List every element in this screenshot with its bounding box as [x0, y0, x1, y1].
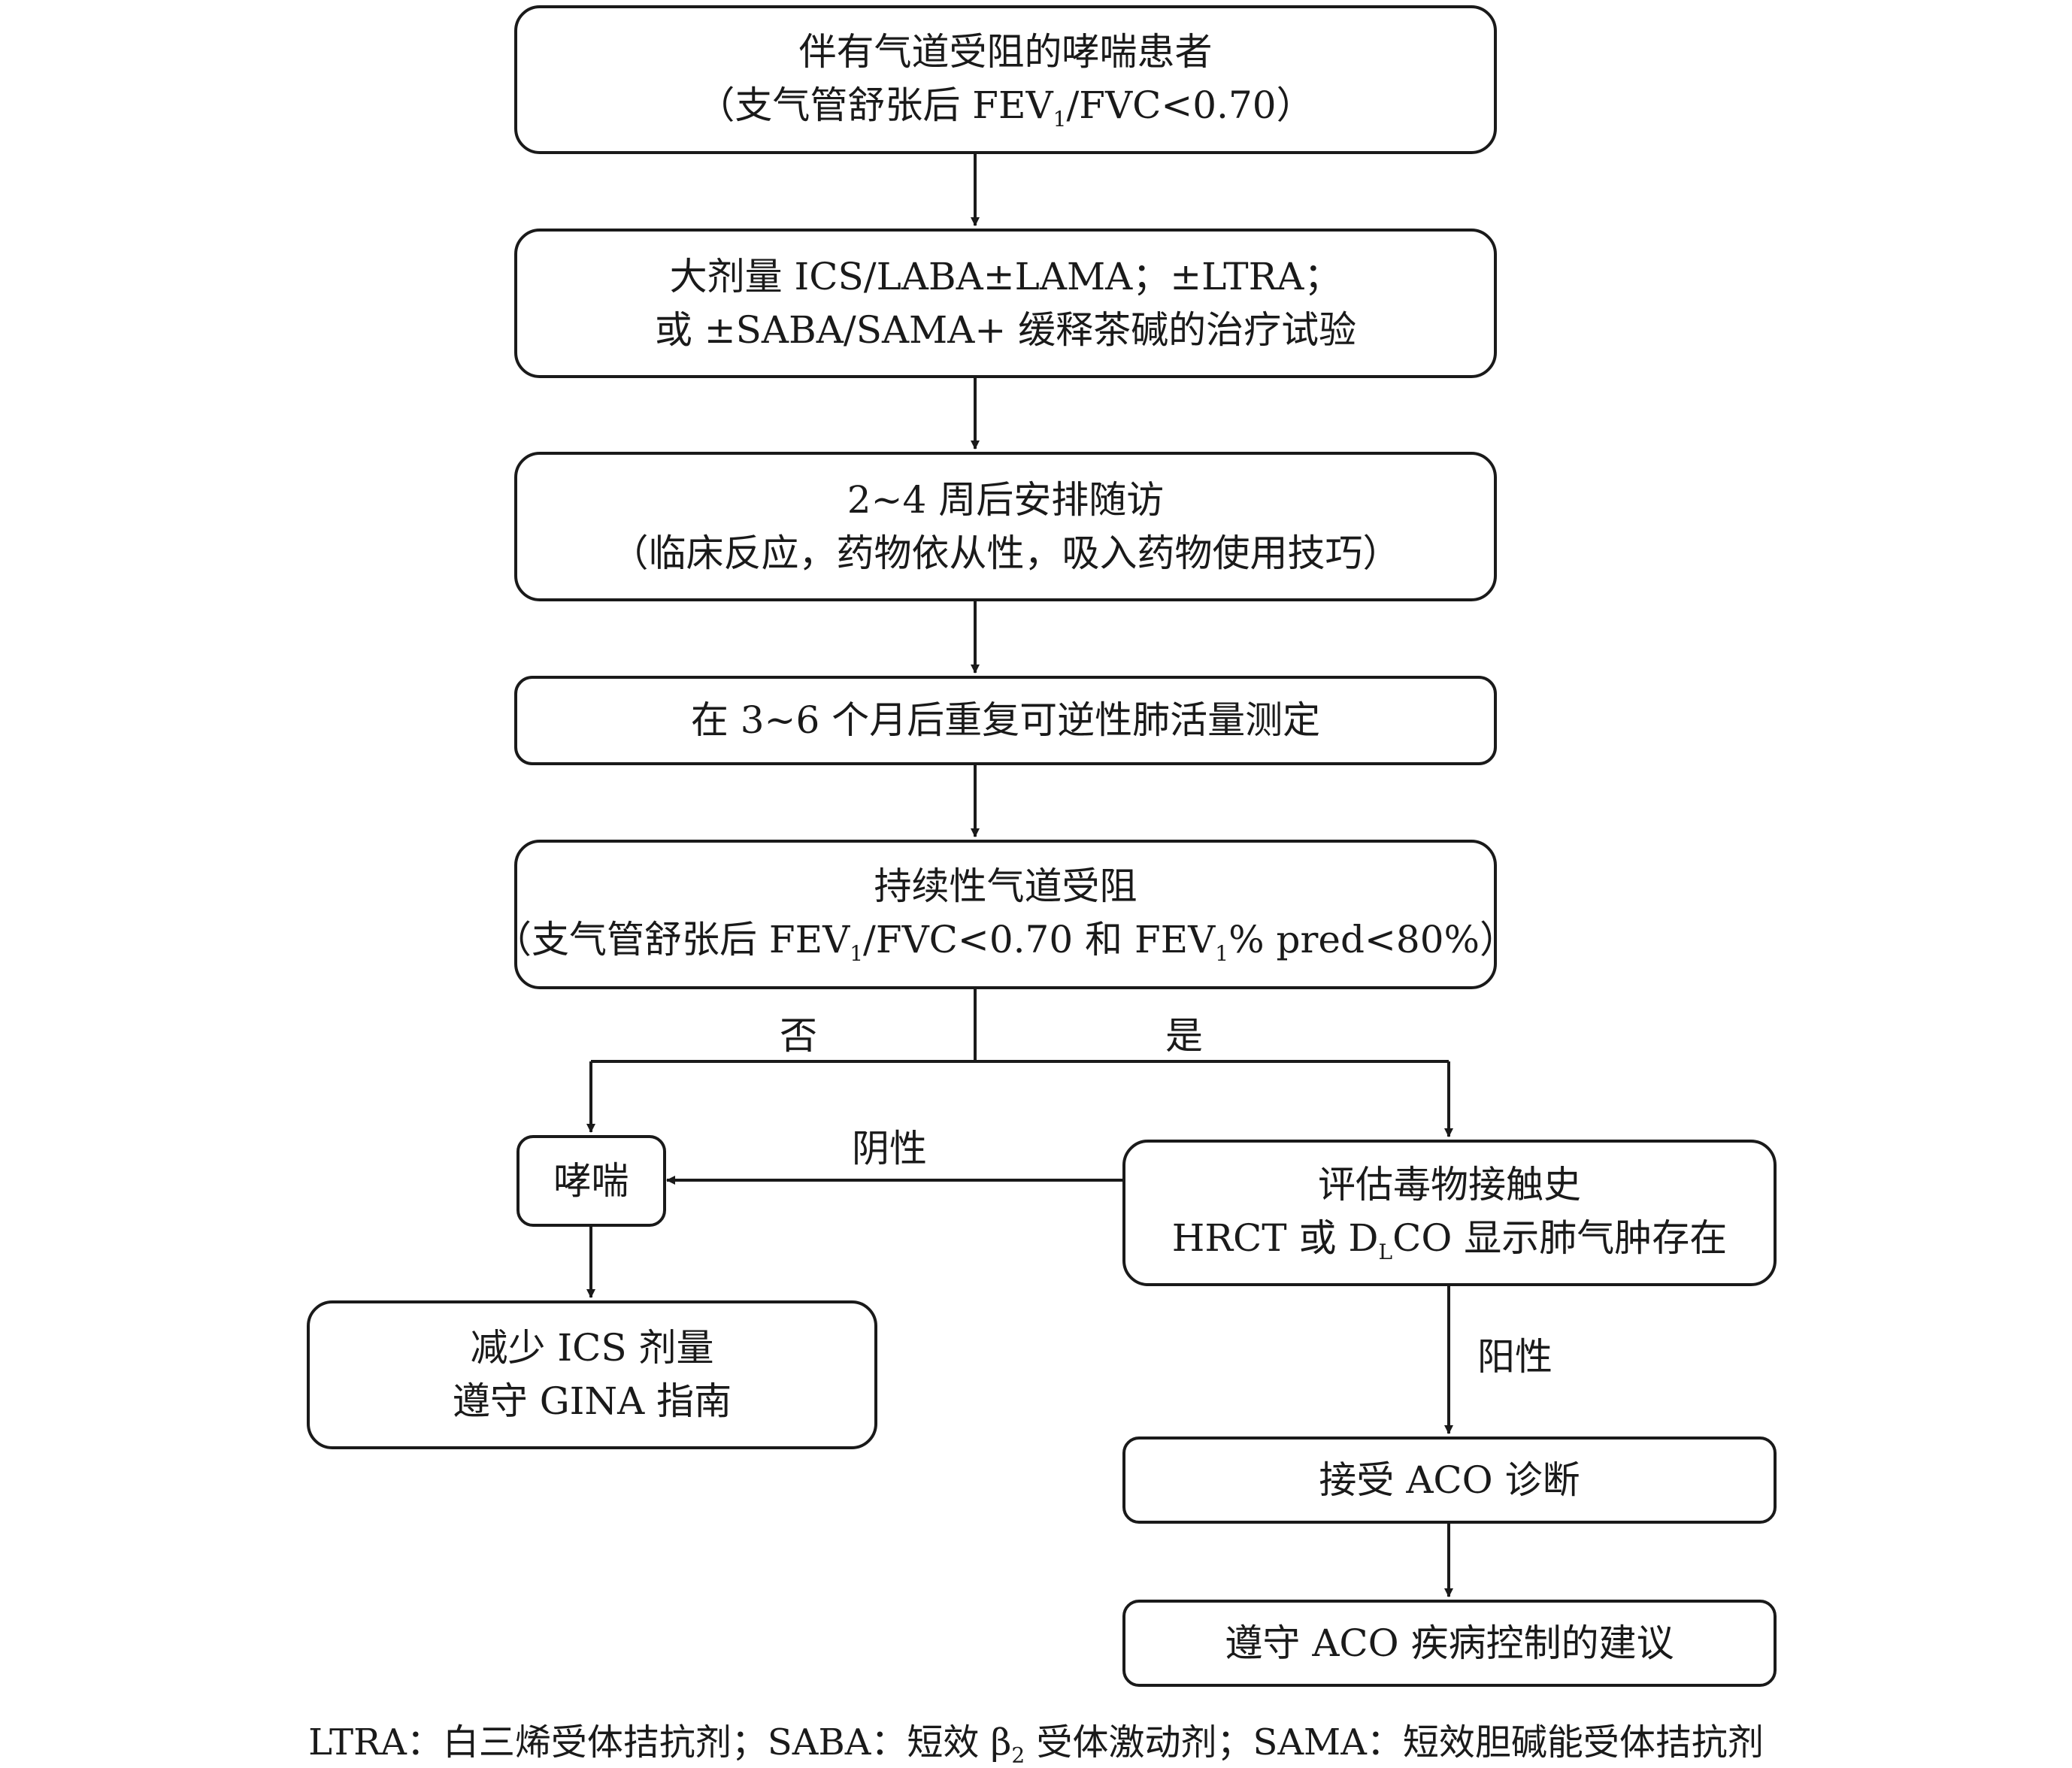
node-asthma-obstruction: 伴有气道受阻的哮喘患者 （支气管舒张后 FEV1/FVC<0.70） [514, 5, 1497, 154]
footnote: LTRA：白三烯受体拮抗剂；SABA：短效 β2 受体激动剂；SAMA：短效胆碱… [0, 1712, 2072, 1768]
node-text: （支气管舒张后 FEV [697, 83, 1053, 127]
node-text: 遵守 ACO 疾病控制的建议 [1225, 1621, 1674, 1665]
node-text: /FVC<0.70 和 FEV [863, 918, 1216, 962]
node-accept-aco: 接受 ACO 诊断 [1122, 1436, 1777, 1524]
node-text: % pred<80%） [1228, 918, 1518, 962]
node-text: 伴有气道受阻的哮喘患者 [798, 29, 1213, 74]
edge-label-no: 否 [780, 1014, 817, 1058]
node-text: 2~4 周后安排随访 [847, 477, 1165, 522]
node-text: CO 显示肺气肿存在 [1392, 1216, 1728, 1261]
node-text: 持续性气道受阻 [874, 864, 1137, 909]
node-text: 或 ±SABA/SAMA+ 缓释茶碱的治疗试验 [654, 307, 1357, 352]
node-text: 遵守 GINA 指南 [452, 1379, 732, 1423]
footnote-text: 受体激动剂；SAMA：短效胆碱能受体拮抗剂 [1025, 1721, 1764, 1763]
node-text: 接受 ACO 诊断 [1319, 1458, 1580, 1502]
edge-label-positive: 阳性 [1477, 1335, 1552, 1379]
node-asthma: 哮喘 [516, 1135, 666, 1227]
node-repeat-spirometry: 在 3~6 个月后重复可逆性肺活量测定 [514, 676, 1497, 765]
node-text: 大剂量 ICS/LABA±LAMA；±LTRA； [669, 254, 1342, 298]
node-followup: 2~4 周后安排随访 （临床反应，药物依从性，吸入药物使用技巧） [514, 452, 1497, 601]
node-text: （支气管舒张后 FEV1/FVC<0.70） [697, 79, 1313, 135]
node-text: HRCT 或 D [1171, 1216, 1379, 1261]
node-follow-aco: 遵守 ACO 疾病控制的建议 [1122, 1600, 1777, 1687]
node-reduce-ics: 减少 ICS 剂量 遵守 GINA 指南 [307, 1300, 877, 1449]
subscript: 1 [850, 941, 864, 967]
node-text: 在 3~6 个月后重复可逆性肺活量测定 [690, 698, 1321, 742]
node-text: 哮喘 [553, 1158, 629, 1203]
node-text: （支气管舒张后 FEV [494, 918, 850, 962]
subscript: 1 [1053, 106, 1067, 132]
subscript: 2 [1011, 1742, 1025, 1768]
node-persistent-obstruction: 持续性气道受阻 （支气管舒张后 FEV1/FVC<0.70 和 FEV1% pr… [494, 840, 1517, 989]
footnote-text: LTRA：白三烯受体拮抗剂；SABA：短效 β [308, 1721, 1012, 1763]
subscript: L [1378, 1240, 1393, 1265]
node-text: /FVC<0.70） [1066, 83, 1314, 127]
node-treatment-trial: 大剂量 ICS/LABA±LAMA；±LTRA； 或 ±SABA/SAMA+ 缓… [514, 229, 1497, 378]
node-text: 减少 ICS 剂量 [470, 1326, 714, 1370]
node-text: 评估毒物接触史 [1318, 1163, 1581, 1207]
edge-label-yes: 是 [1165, 1014, 1203, 1058]
node-text: HRCT 或 DLCO 显示肺气肿存在 [1172, 1212, 1727, 1267]
node-evaluate: 评估毒物接触史 HRCT 或 DLCO 显示肺气肿存在 [1122, 1140, 1777, 1286]
node-text: （临床反应，药物依从性，吸入药物使用技巧） [610, 531, 1401, 575]
node-text: （支气管舒张后 FEV1/FVC<0.70 和 FEV1% pred<80%） [494, 913, 1517, 969]
subscript: 1 [1215, 941, 1229, 967]
edge-label-negative: 阴性 [852, 1127, 927, 1170]
